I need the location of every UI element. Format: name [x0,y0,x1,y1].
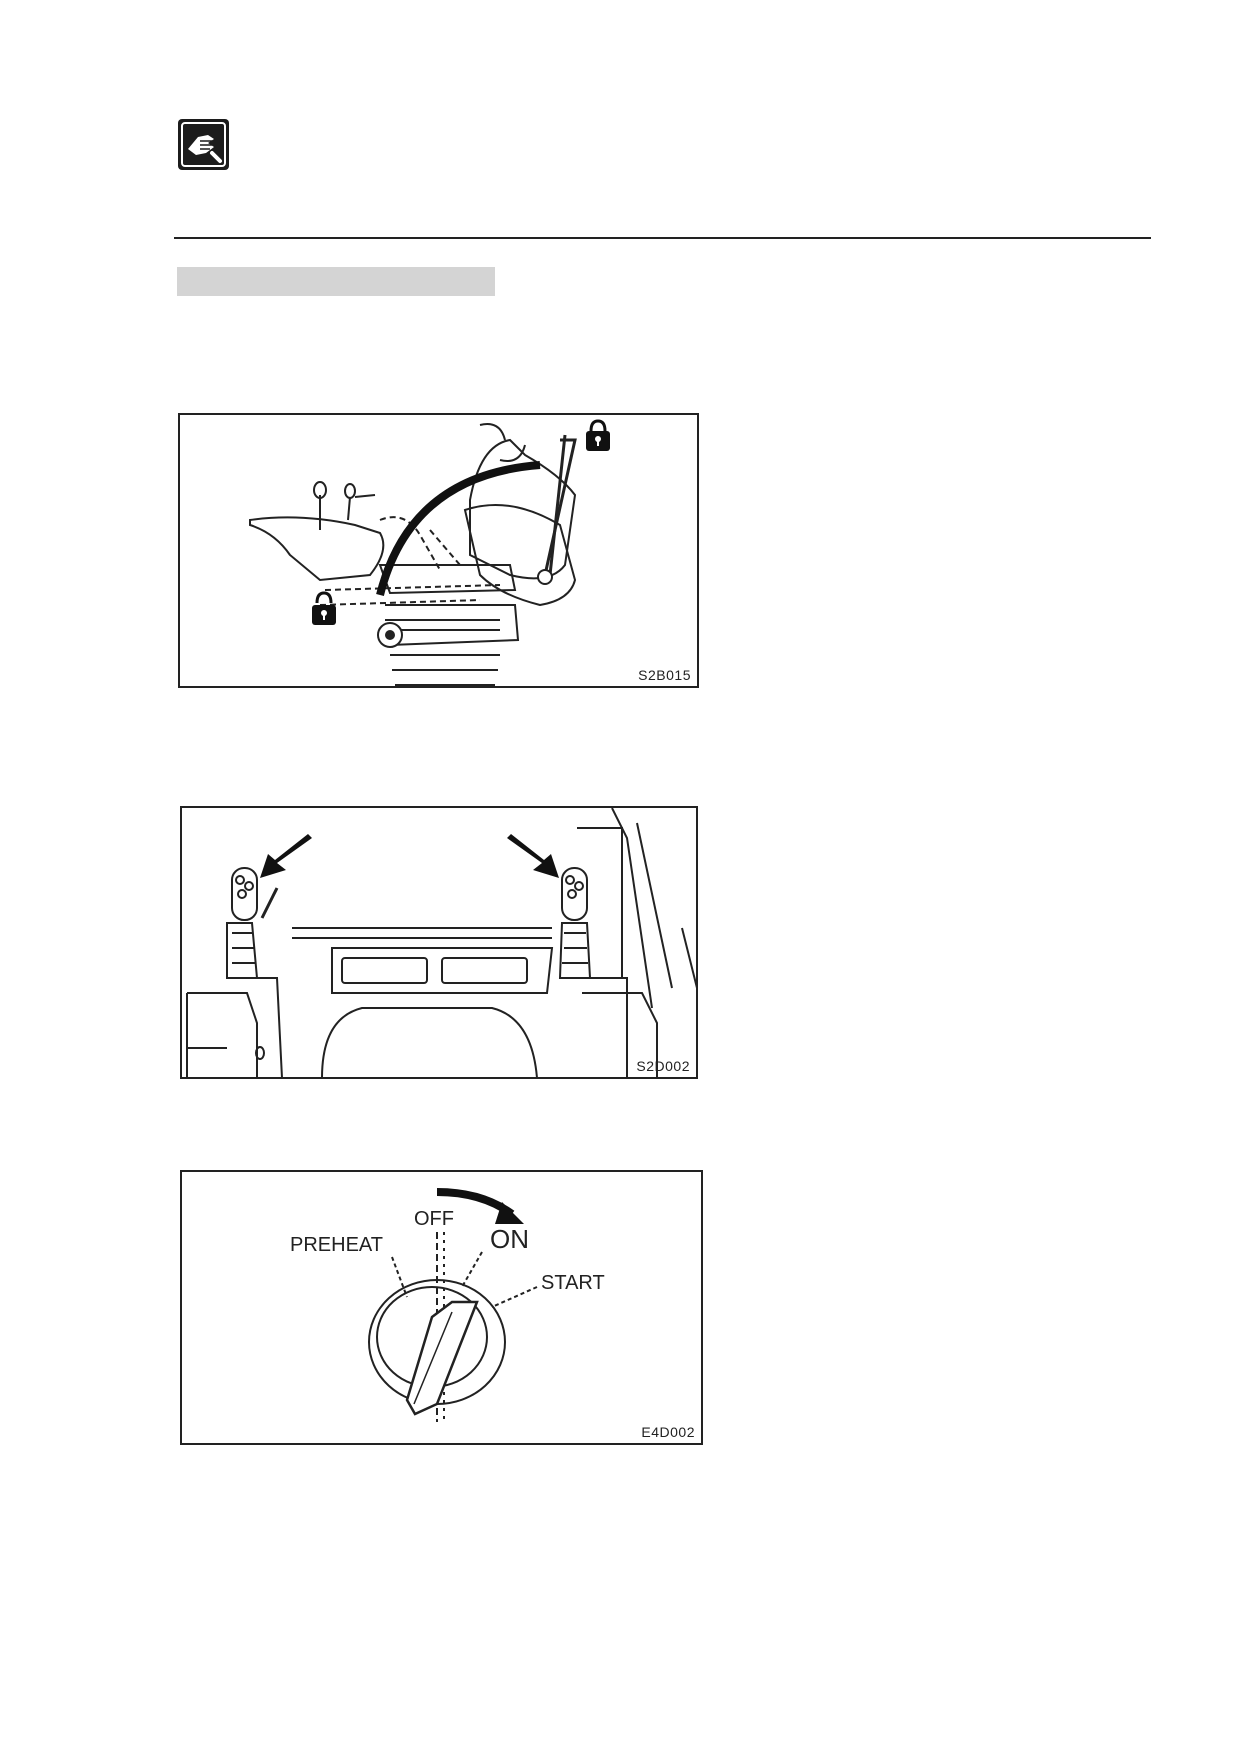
key-position-preheat: PREHEAT [290,1234,383,1256]
padlock-locked-icon [586,419,610,451]
hand-tool-icon [178,119,229,170]
figure-code: S2D002 [636,1058,690,1074]
horizontal-rule [174,237,1151,239]
figure-code: E4D002 [641,1424,695,1440]
figure-key-switch: OFF ON PREHEAT START E4D002 [180,1170,703,1445]
figure-seat-lock-lever: S2B015 [178,413,699,688]
figure-control-levers: S2D002 [180,806,698,1079]
padlock-unlocked-icon [312,591,336,625]
key-position-off: OFF [414,1208,454,1230]
figure-code: S2B015 [638,667,691,683]
section-heading-bar [177,267,495,296]
key-position-start: START [541,1272,605,1294]
key-position-on: ON [490,1224,529,1254]
